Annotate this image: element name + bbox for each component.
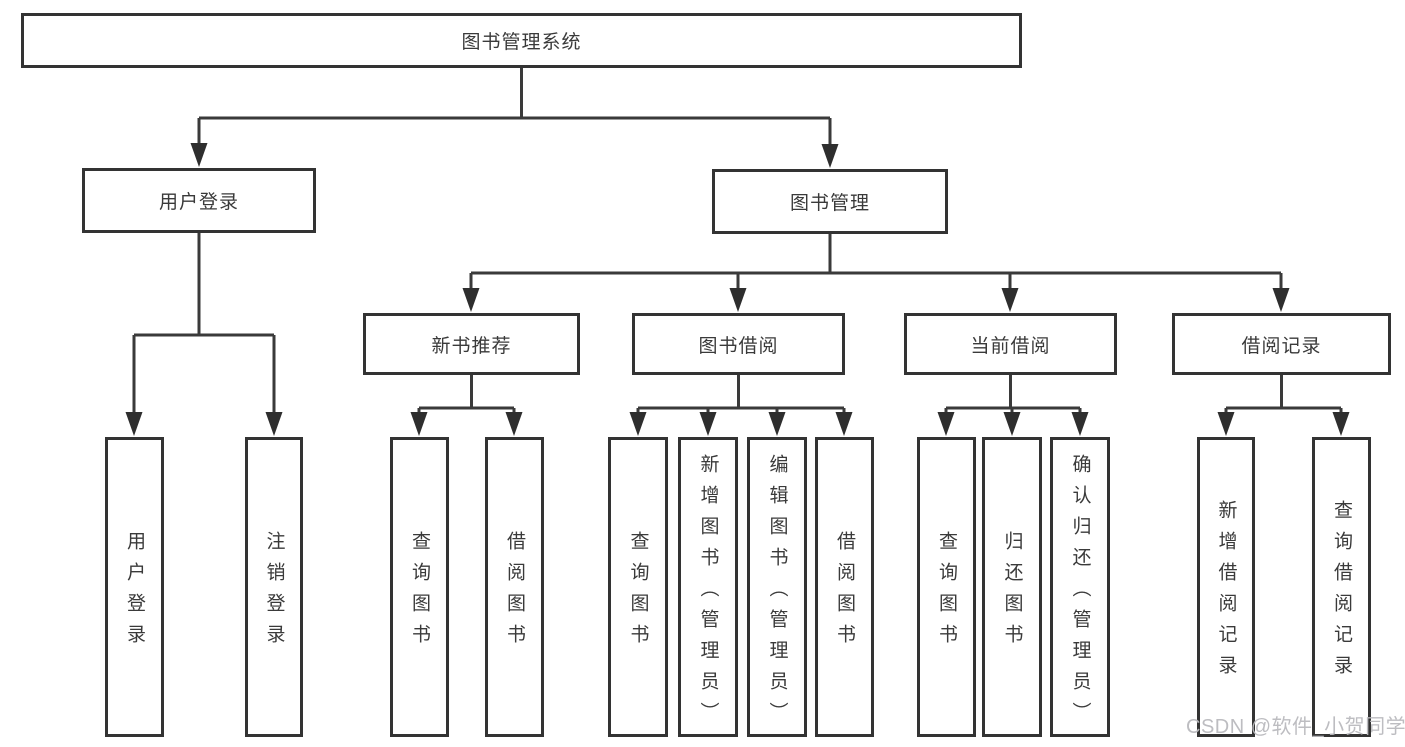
node-user-login: 用户登录: [82, 168, 316, 233]
leaf-current-query-books: 查询图书: [917, 437, 976, 737]
leaf-recommend-query-books: 查询图书: [390, 437, 449, 737]
csdn-watermark: CSDN @软件_小贺同学: [1186, 716, 1405, 738]
leaf-confirm-return-admin-label: 确认归还（管理员）: [1069, 453, 1091, 733]
leaf-add-books-admin-label: 新增图书（管理员）: [697, 453, 719, 733]
node-book-management-label: 图书管理: [789, 193, 870, 214]
leaf-current-query-books-label: 查询图书: [936, 531, 957, 655]
node-current-borrowing: 当前借阅: [904, 313, 1117, 375]
node-user-login-label: 用户登录: [158, 192, 239, 213]
leaf-recommend-borrow-books: 借阅图书: [485, 437, 544, 737]
node-book-management: 图书管理: [712, 169, 948, 234]
node-current-borrowing-label: 当前借阅: [970, 335, 1051, 357]
leaf-recommend-borrow-books-label: 借阅图书: [504, 531, 525, 655]
leaf-user-login: 用户登录: [105, 437, 164, 737]
leaf-query-borrow-record-label: 查询借阅记录: [1331, 500, 1352, 686]
leaf-recommend-query-books-label: 查询图书: [409, 531, 430, 655]
leaf-add-borrow-record: 新增借阅记录: [1197, 437, 1255, 737]
leaf-logout: 注销登录: [245, 437, 303, 737]
leaf-add-borrow-record-label: 新增借阅记录: [1215, 500, 1237, 686]
leaf-edit-books-admin: 编辑图书（管理员）: [747, 437, 807, 737]
leaf-borrowing-query-books-label: 查询图书: [627, 531, 649, 655]
node-library-system: 图书管理系统: [21, 13, 1022, 68]
leaf-add-books-admin: 新增图书（管理员）: [678, 437, 738, 737]
leaf-edit-books-admin-label: 编辑图书（管理员）: [766, 453, 788, 733]
leaf-return-books: 归还图书: [982, 437, 1042, 737]
node-book-borrowing-label: 图书借阅: [698, 335, 779, 357]
leaf-borrow-books: 借阅图书: [815, 437, 874, 737]
node-book-borrowing: 图书借阅: [632, 313, 845, 375]
node-library-system-label: 图书管理系统: [461, 32, 582, 53]
leaf-return-books-label: 归还图书: [1001, 531, 1023, 655]
leaf-user-login-label: 用户登录: [124, 531, 145, 655]
leaf-query-borrow-record: 查询借阅记录: [1312, 437, 1371, 737]
leaf-logout-label: 注销登录: [263, 531, 285, 655]
node-new-book-recommendation-label: 新书推荐: [431, 335, 512, 357]
node-borrowing-records-label: 借阅记录: [1241, 335, 1322, 357]
leaf-borrowing-query-books: 查询图书: [608, 437, 668, 737]
leaf-confirm-return-admin: 确认归还（管理员）: [1050, 437, 1110, 737]
leaf-borrow-books-label: 借阅图书: [834, 531, 855, 655]
node-new-book-recommendation: 新书推荐: [363, 313, 580, 375]
node-borrowing-records: 借阅记录: [1172, 313, 1391, 375]
